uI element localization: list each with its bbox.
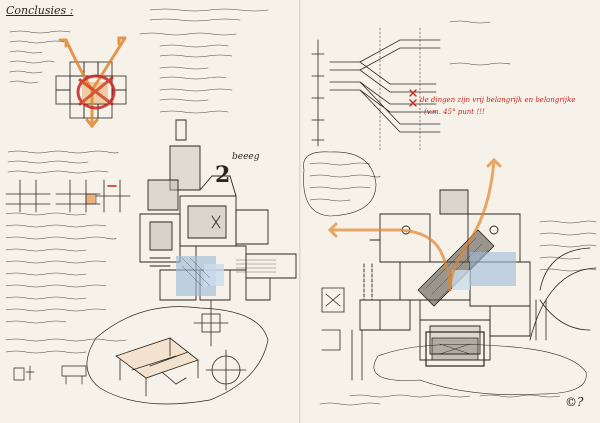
heading-conclusions: Conclusies :: [6, 4, 74, 17]
big-numeral: 2: [215, 162, 231, 188]
bottom-left-loop: [86, 306, 269, 405]
red-mark-right: [409, 89, 417, 107]
right-notes-top: [309, 20, 597, 272]
blue-wash-left: [176, 256, 224, 296]
right-street-lines: [529, 247, 597, 341]
left-notes-mid: [5, 150, 127, 354]
wall-elements-right: [321, 287, 363, 381]
red-circle-top-left: [76, 74, 116, 110]
blue-wash-right: [452, 252, 516, 290]
red-note-line-2: (v.m. 45° punt !!!: [424, 108, 485, 116]
signature: ©?: [565, 395, 584, 409]
left-notes-right: [139, 8, 269, 114]
small-cross-plans: [5, 179, 131, 213]
small-plan-bottom-right: [425, 331, 485, 367]
branching-diagram: [329, 27, 441, 151]
orange-arrows-right: [327, 157, 502, 292]
big-numeral-tag: beeeg: [232, 152, 260, 162]
plan-hatching-left: [181, 257, 277, 287]
page-fold: [299, 0, 301, 423]
mini-cross-bottom-left: [193, 299, 247, 391]
main-plan-right: [359, 189, 531, 361]
figures-bottom-left: [13, 365, 87, 385]
right-axis: [311, 39, 325, 147]
bubble-note: [303, 151, 377, 217]
red-note-line-1: de dingen zijn vrij belangrijk en belang…: [420, 96, 576, 104]
main-plan-left: [139, 119, 297, 301]
bottom-right-notes: [319, 394, 561, 406]
left-notes-top: [9, 30, 71, 84]
bubble-bottom-right: [373, 344, 587, 396]
